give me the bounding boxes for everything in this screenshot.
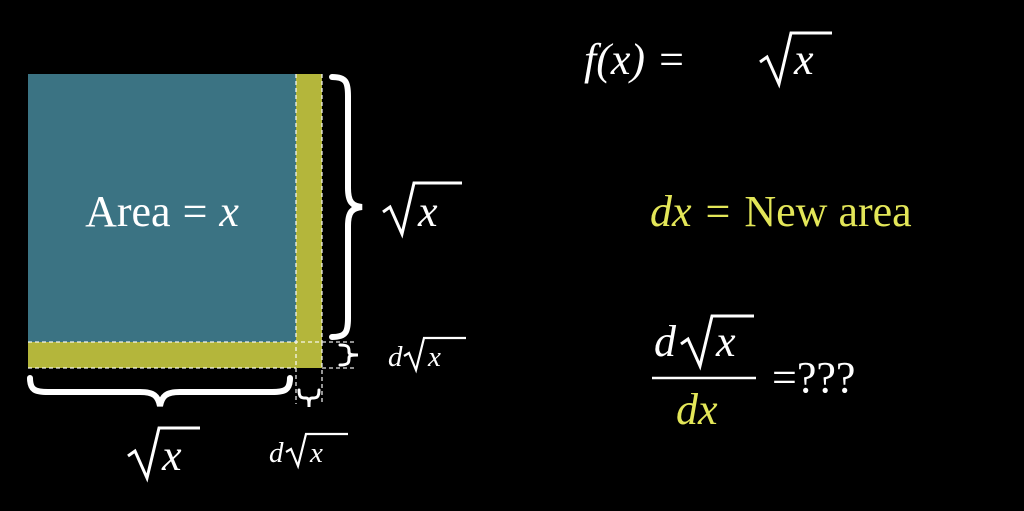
dashed-guides bbox=[28, 74, 356, 404]
corner-square bbox=[296, 342, 322, 368]
function-definition: f(x)= x bbox=[584, 31, 832, 89]
right-brace bbox=[329, 74, 363, 340]
svg-text:f(x)=: f(x)= bbox=[584, 35, 684, 84]
sqrt-radical-icon bbox=[382, 181, 462, 239]
sqrt-radical-icon bbox=[285, 432, 348, 470]
svg-text:x: x bbox=[715, 317, 736, 366]
sqrt-radical-icon bbox=[680, 314, 754, 371]
bottom-brace bbox=[27, 375, 293, 407]
svg-text:x: x bbox=[793, 35, 814, 84]
small-right-dsqrt-label: d x bbox=[388, 336, 466, 374]
bottom-side-sqrt-label: x bbox=[127, 426, 200, 483]
derivative-fraction: d x dx =??? bbox=[652, 314, 855, 434]
svg-text:x: x bbox=[417, 187, 438, 236]
small-bottom-brace bbox=[297, 388, 321, 408]
small-bottom-dsqrt-label: d x bbox=[269, 432, 348, 470]
svg-text:d: d bbox=[654, 317, 677, 366]
svg-text:x: x bbox=[161, 431, 182, 480]
svg-text:dx: dx bbox=[676, 385, 718, 434]
area-square bbox=[28, 74, 296, 342]
svg-text:x: x bbox=[309, 437, 323, 469]
bottom-strip bbox=[28, 342, 296, 368]
svg-text:=???: =??? bbox=[772, 353, 855, 402]
right-strip bbox=[296, 74, 322, 342]
right-side-sqrt-label: x bbox=[382, 181, 462, 239]
new-area-equation: dx=New area bbox=[650, 187, 912, 236]
svg-text:x: x bbox=[427, 341, 441, 373]
sqrt-radical-icon bbox=[403, 336, 466, 374]
sqrt-radical-icon bbox=[759, 31, 832, 89]
sqrt-radical-icon bbox=[127, 426, 200, 483]
svg-text:d: d bbox=[269, 437, 284, 469]
area-label: Area=x bbox=[85, 187, 239, 236]
small-right-brace bbox=[338, 343, 359, 367]
svg-text:d: d bbox=[388, 341, 403, 373]
